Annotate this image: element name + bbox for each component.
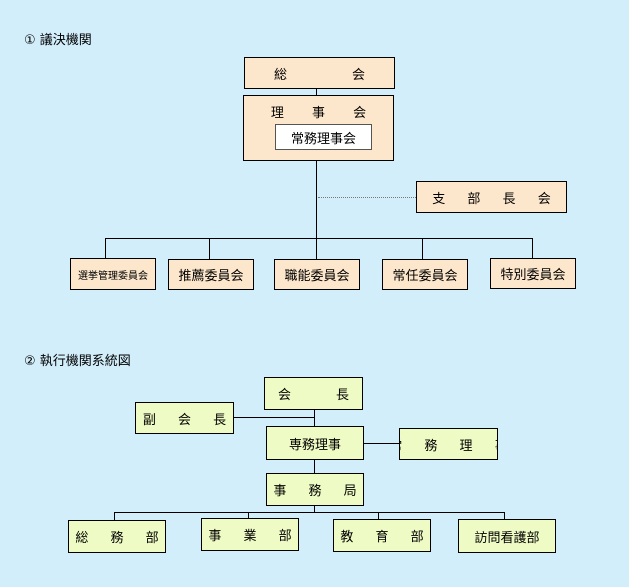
general-assembly-box: 総 会 (244, 57, 395, 89)
secretariat-box: 事 務 局 (266, 473, 364, 506)
committee-special-box: 特別委員会 (490, 258, 576, 289)
department-drop-line (248, 512, 249, 518)
department-drop-line (114, 512, 115, 520)
board-label: 理 事 会 (270, 106, 379, 121)
connector-line (314, 506, 315, 513)
vice-president-box: 副 会 長 (135, 402, 234, 434)
connector-line (314, 410, 315, 426)
connector-line (314, 460, 315, 473)
committee-nomination-box: 推薦委員会 (168, 259, 254, 290)
dept-general-affairs-box: 総 務 部 (68, 520, 166, 553)
section2-title: ② 執行機関系統図 (24, 354, 131, 369)
departments-bus-line (114, 512, 505, 513)
executive-director-box: 専務理事 (266, 426, 364, 460)
branch-chiefs-box: 支 部 長 会 (416, 181, 567, 213)
dept-education-box: 教 育 部 (333, 519, 431, 552)
standing-board-box: 常務理事会 (275, 124, 372, 150)
department-drop-line (504, 512, 505, 519)
committee-standing-box: 常任委員会 (382, 259, 468, 290)
vice-president-connector-line (234, 417, 315, 418)
committee-professional-box: 職能委員会 (274, 259, 360, 290)
section1-title: ① 議決機関 (24, 33, 92, 48)
committee-election-box: 選挙管理委員会 (70, 258, 156, 290)
managing-director-box: 常 務 理 事 (399, 428, 498, 460)
committee-drop-line (209, 238, 210, 259)
board-trunk-line (316, 161, 317, 259)
president-box: 会 長 (264, 377, 363, 410)
committee-drop-line (105, 238, 106, 258)
dept-home-nursing-box: 訪問看護部 (458, 519, 556, 553)
committee-drop-line (422, 238, 423, 259)
connector-line (316, 89, 317, 95)
dept-business-box: 事 業 部 (201, 518, 299, 551)
committee-drop-line (532, 238, 533, 258)
managing-director-connector-line (364, 443, 400, 444)
department-drop-line (378, 512, 379, 519)
committees-bus-line (105, 238, 533, 239)
board-box: 理 事 会 常務理事会 (243, 95, 394, 161)
branch-connector-dotted-line (318, 197, 416, 198)
